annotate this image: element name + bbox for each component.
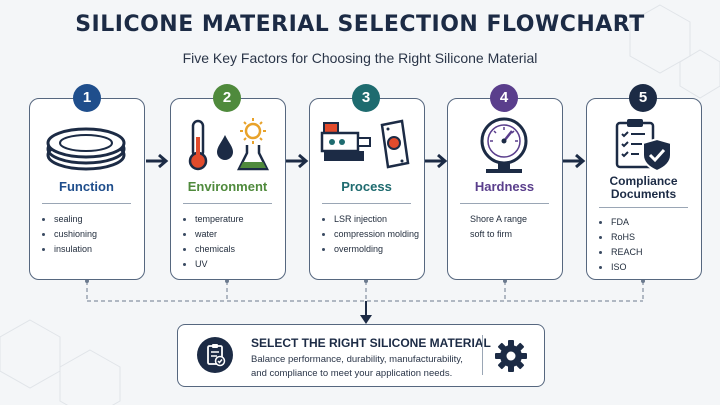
factor-list: LSR injection compression molding overmo… (320, 212, 419, 257)
list-item: ISO (597, 260, 643, 275)
list-item: sealing (40, 212, 97, 227)
clipboard-shield-icon (587, 117, 700, 173)
list-item: Shore A range (470, 214, 528, 224)
arrow-right-icon (563, 153, 586, 169)
divider (482, 335, 483, 375)
list-item: insulation (40, 242, 97, 257)
result-box: SELECT THE RIGHT SILICONE MATERIAL Balan… (177, 324, 545, 387)
divider (322, 203, 411, 204)
list-item: UV (181, 257, 244, 272)
step-badge: 3 (352, 84, 380, 112)
factor-list: FDA RoHS REACH ISO (597, 215, 643, 275)
factor-card-process: Process LSR injection compression moldin… (309, 98, 425, 280)
list-item: compression molding (320, 227, 419, 242)
result-title: SELECT THE RIGHT SILICONE MATERIAL (251, 336, 491, 350)
injection-machine-mold-icon (310, 117, 423, 173)
clipboard-check-icon (197, 337, 233, 373)
background-hexagons-right (629, 4, 720, 99)
list-item: temperature (181, 212, 244, 227)
divider (183, 203, 272, 204)
divider (460, 203, 549, 204)
factor-title-line1: Compliance (609, 174, 678, 188)
result-line2: and compliance to meet your application … (251, 368, 453, 379)
arrow-right-icon (286, 153, 309, 169)
page-title: SILICONE MATERIAL SELECTION FLOWCHART (75, 12, 645, 37)
factor-card-function: Function sealing cushioning insulation (29, 98, 145, 280)
factor-title: Environment (187, 179, 268, 194)
factor-title: Compliance Documents (587, 175, 700, 201)
divider (42, 203, 131, 204)
arrow-right-icon (146, 153, 169, 169)
list-item: RoHS (597, 230, 643, 245)
step-badge: 2 (213, 84, 241, 112)
gear-icon (495, 340, 527, 372)
factor-title: Process (341, 179, 392, 194)
result-line1: Balance performance, durability, manufac… (251, 354, 463, 365)
factor-title-line2: Documents (610, 187, 677, 201)
step-badge: 1 (73, 84, 101, 112)
factor-list: Shore A range soft to firm (462, 212, 527, 242)
factor-card-hardness: Hardness Shore A range soft to firm (447, 98, 563, 280)
list-item: soft to firm (470, 229, 513, 239)
step-badge: 4 (490, 84, 518, 112)
list-item: overmolding (320, 242, 419, 257)
list-item: chemicals (181, 242, 244, 257)
factor-card-environment: Environment temperature water chemicals … (170, 98, 286, 280)
thermometer-droplet-sun-flask-icon (171, 117, 284, 173)
gasket-ring-icon (30, 117, 143, 173)
divider (599, 207, 688, 208)
list-item: cushioning (40, 227, 97, 242)
factor-list: temperature water chemicals UV (181, 212, 244, 272)
list-item: LSR injection (320, 212, 419, 227)
list-item: REACH (597, 245, 643, 260)
factor-title: Hardness (474, 179, 535, 194)
result-description: Balance performance, durability, manufac… (251, 353, 463, 381)
arrow-right-icon (425, 153, 448, 169)
list-item: FDA (597, 215, 643, 230)
factor-card-compliance: Compliance Documents FDA RoHS REACH ISO (586, 98, 702, 280)
step-badge: 5 (629, 84, 657, 112)
durometer-gauge-icon (448, 117, 561, 173)
background-hexagons-left (0, 319, 121, 405)
factor-title: Function (59, 179, 114, 194)
factor-list: sealing cushioning insulation (40, 212, 97, 257)
page-subtitle: Five Key Factors for Choosing the Right … (182, 50, 538, 66)
list-item: water (181, 227, 244, 242)
